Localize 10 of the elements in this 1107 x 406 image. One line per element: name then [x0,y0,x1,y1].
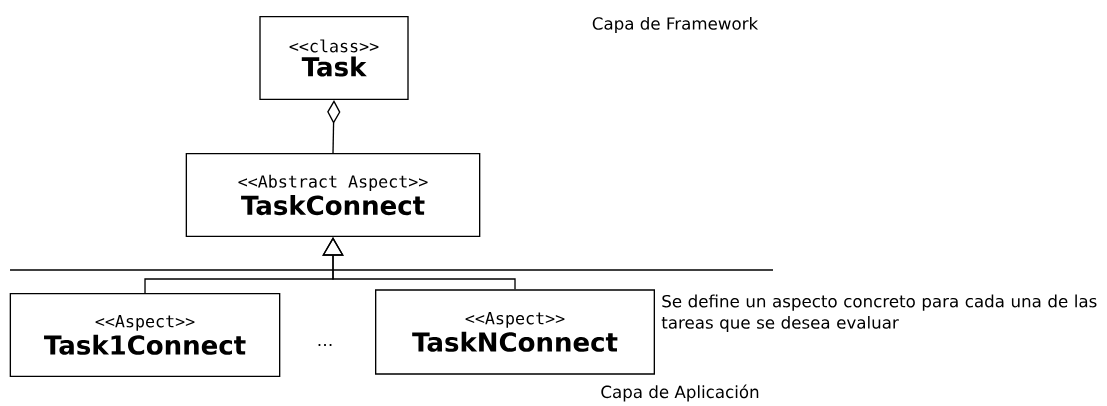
ellipsis: … [318,343,332,346]
class-box: <<class>> Task [259,16,409,100]
layer-label: Capa de Aplicación [601,384,759,402]
layer-label: Capa de Framework [592,16,759,34]
aggregation-line [327,100,341,154]
class-box: <<Aspect>> Task1Connect [9,293,281,377]
class-box: <<Aspect>> TaskNConnect [375,289,655,375]
note-text: Se define un aspecto concreto para cada una de las tareas que se desea evaluar [661,294,1097,333]
class-box: <<Abstract Aspect>> TaskConnect [185,153,481,237]
inheritance-arrow [322,237,516,290]
